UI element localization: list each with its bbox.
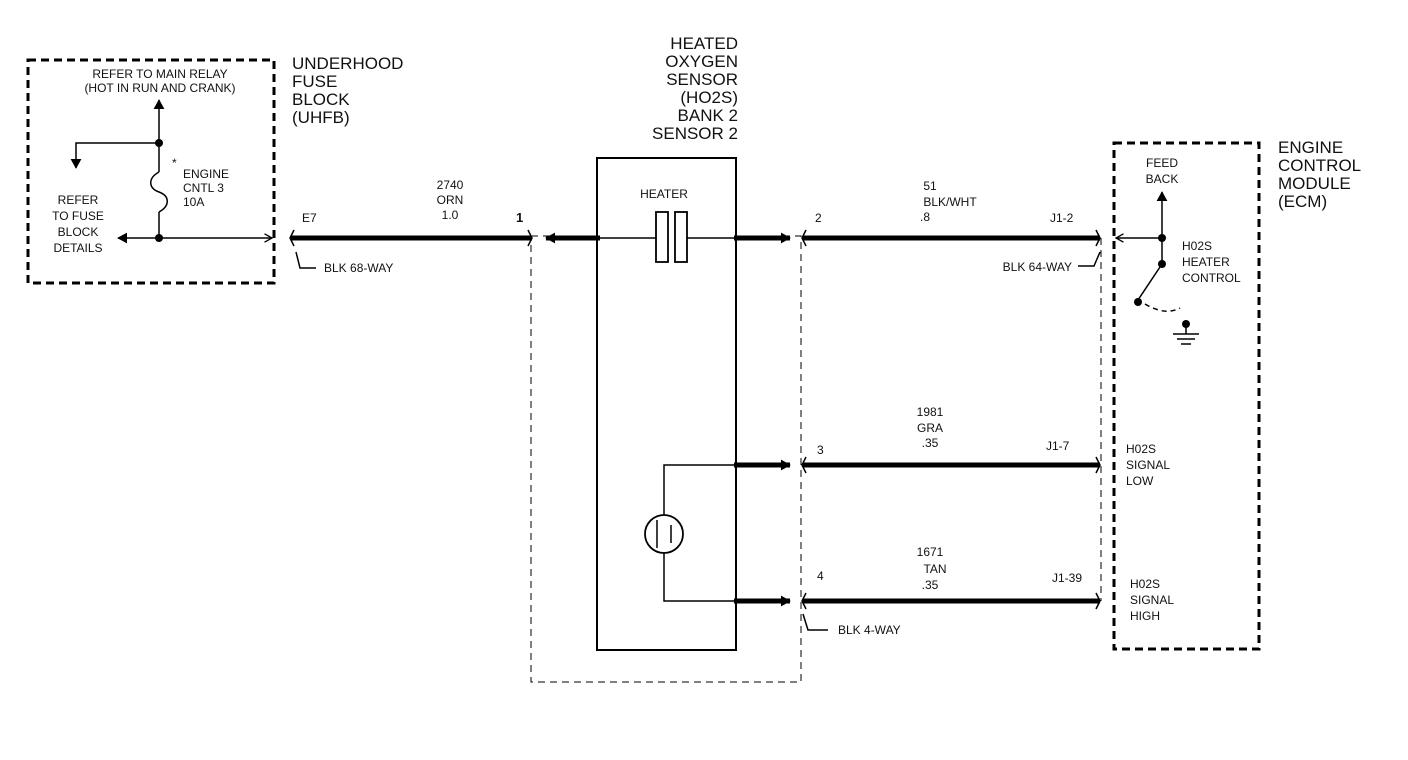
ecm-switch-pivot [1134,298,1142,306]
wire-51-color: BLK/WHT [923,195,977,209]
wire-1981-color: GRA [917,421,943,435]
ecm-connector-leader [1078,251,1101,267]
wire-2740-circuit: 2740 [437,178,464,192]
sensor-title-line5: BANK 2 [678,106,738,125]
heater-control-line3: CONTROL [1182,271,1241,285]
wire-1981: 1981 GRA .35 [801,405,1101,474]
fuse-label-line1: ENGINE [183,167,229,181]
wire-2740-gauge: 1.0 [442,208,459,222]
wire-51-circuit: 51 [923,179,937,193]
sensor-pin-3: 3 [817,443,824,457]
signal-high-line2: SIGNAL [1130,593,1174,607]
sensor-cell-icon [644,514,684,554]
signal-high-line3: HIGH [1130,609,1160,623]
fuse-label-line3: 10A [183,195,204,209]
sensor-element-lead-bottom [663,553,736,602]
ecm-pin-j1-7: J1-7 [1046,439,1070,453]
heater-control-line1: H02S [1182,239,1212,253]
uhfb-boundary [26,58,276,285]
ground-icon [1173,333,1199,345]
ecm-pin-j1-39: J1-39 [1052,571,1082,585]
uhfb-connector-label: BLK 68-WAY [324,261,393,275]
uhfb-title-line1: UNDERHOOD [292,54,403,73]
sensor-title-line3: SENSOR [666,70,738,89]
wire-1981-gauge: .35 [922,436,939,450]
feedback-line1: FEED [1146,156,1178,170]
refer-fuse-line4: DETAILS [53,241,102,255]
wire-1671: 1671 TAN .35 [801,545,1101,610]
ecm-title-line4: (ECM) [1278,192,1327,211]
heater-control-line2: HEATER [1182,255,1230,269]
ecm-title-line2: CONTROL [1278,156,1361,175]
wire-51: 51 BLK/WHT .8 [801,179,1101,247]
uhfb-block: REFER TO MAIN RELAY (HOT IN RUN AND CRAN… [26,58,276,285]
uhfb-refer-relay-line2: (HOT IN RUN AND CRANK) [84,81,235,95]
uhfb-title-line3: BLOCK [292,90,350,109]
refer-fuse-line3: BLOCK [58,225,99,239]
fuse-mark: * [172,156,177,170]
ecm-title-line1: ENGINE [1278,138,1343,157]
sensor-pin-4: 4 [817,569,824,583]
wire-1671-gauge: .35 [922,578,939,592]
feedback-line2: BACK [1146,172,1179,186]
wire-1981-circuit: 1981 [917,405,944,419]
sensor-connector-label: BLK 4-WAY [838,623,901,637]
uhfb-branch-line [70,142,159,169]
signal-high-line1: H02S [1130,577,1160,591]
uhfb-refer-relay-line1: REFER TO MAIN RELAY [92,67,227,81]
fuse-label-line2: CNTL 3 [183,181,224,195]
signal-low-line3: LOW [1126,474,1154,488]
uhfb-title-line4: (UHFB) [292,108,350,127]
sensor-title-line2: OXYGEN [665,52,738,71]
heater-label: HEATER [640,187,688,201]
sensor-element [644,459,791,607]
ecm-connector-label: BLK 64-WAY [1003,260,1072,274]
ecm-heater-control: FEED BACK H02S HEATER CONTROL [1114,156,1241,345]
ecm-title-line3: MODULE [1278,174,1351,193]
sensor-title-line4: (HO2S) [680,88,738,107]
sensor-connector-leader [802,613,828,631]
wire-1671-circuit: 1671 [917,545,944,559]
refer-fuse-line1: REFER [58,193,99,207]
uhfb-connector-leader [295,251,316,269]
heater-element-icon-b [674,211,688,263]
signal-low-line2: SIGNAL [1126,458,1170,472]
refer-fuse-line2: TO FUSE [52,209,104,223]
wire-1671-color: TAN [923,562,946,576]
sensor-title-line6: SENSOR 2 [652,124,738,143]
sensor-pin-1: 1 [516,210,523,225]
ecm-pin-j1-2: J1-2 [1050,211,1074,225]
uhfb-title-line2: FUSE [292,72,337,91]
heater-element-icon [655,211,669,263]
wire-2740-color: ORN [437,193,464,207]
fuse-icon [150,171,168,213]
sensor-title-line1: HEATED [670,34,738,53]
uhfb-terminal-e7: E7 [302,211,317,225]
ecm-switch-actuator [1144,303,1181,312]
ecm-boundary [1112,141,1261,651]
signal-low-line1: H02S [1126,442,1156,456]
switch-icon [1137,263,1163,301]
sensor-element-lead-top [663,464,736,515]
sensor-pin-2: 2 [815,211,822,225]
wire-51-gauge: .8 [920,210,930,224]
sensor-heater: HEATER [545,187,791,263]
wire-2740: 2740 ORN 1.0 [289,178,533,247]
